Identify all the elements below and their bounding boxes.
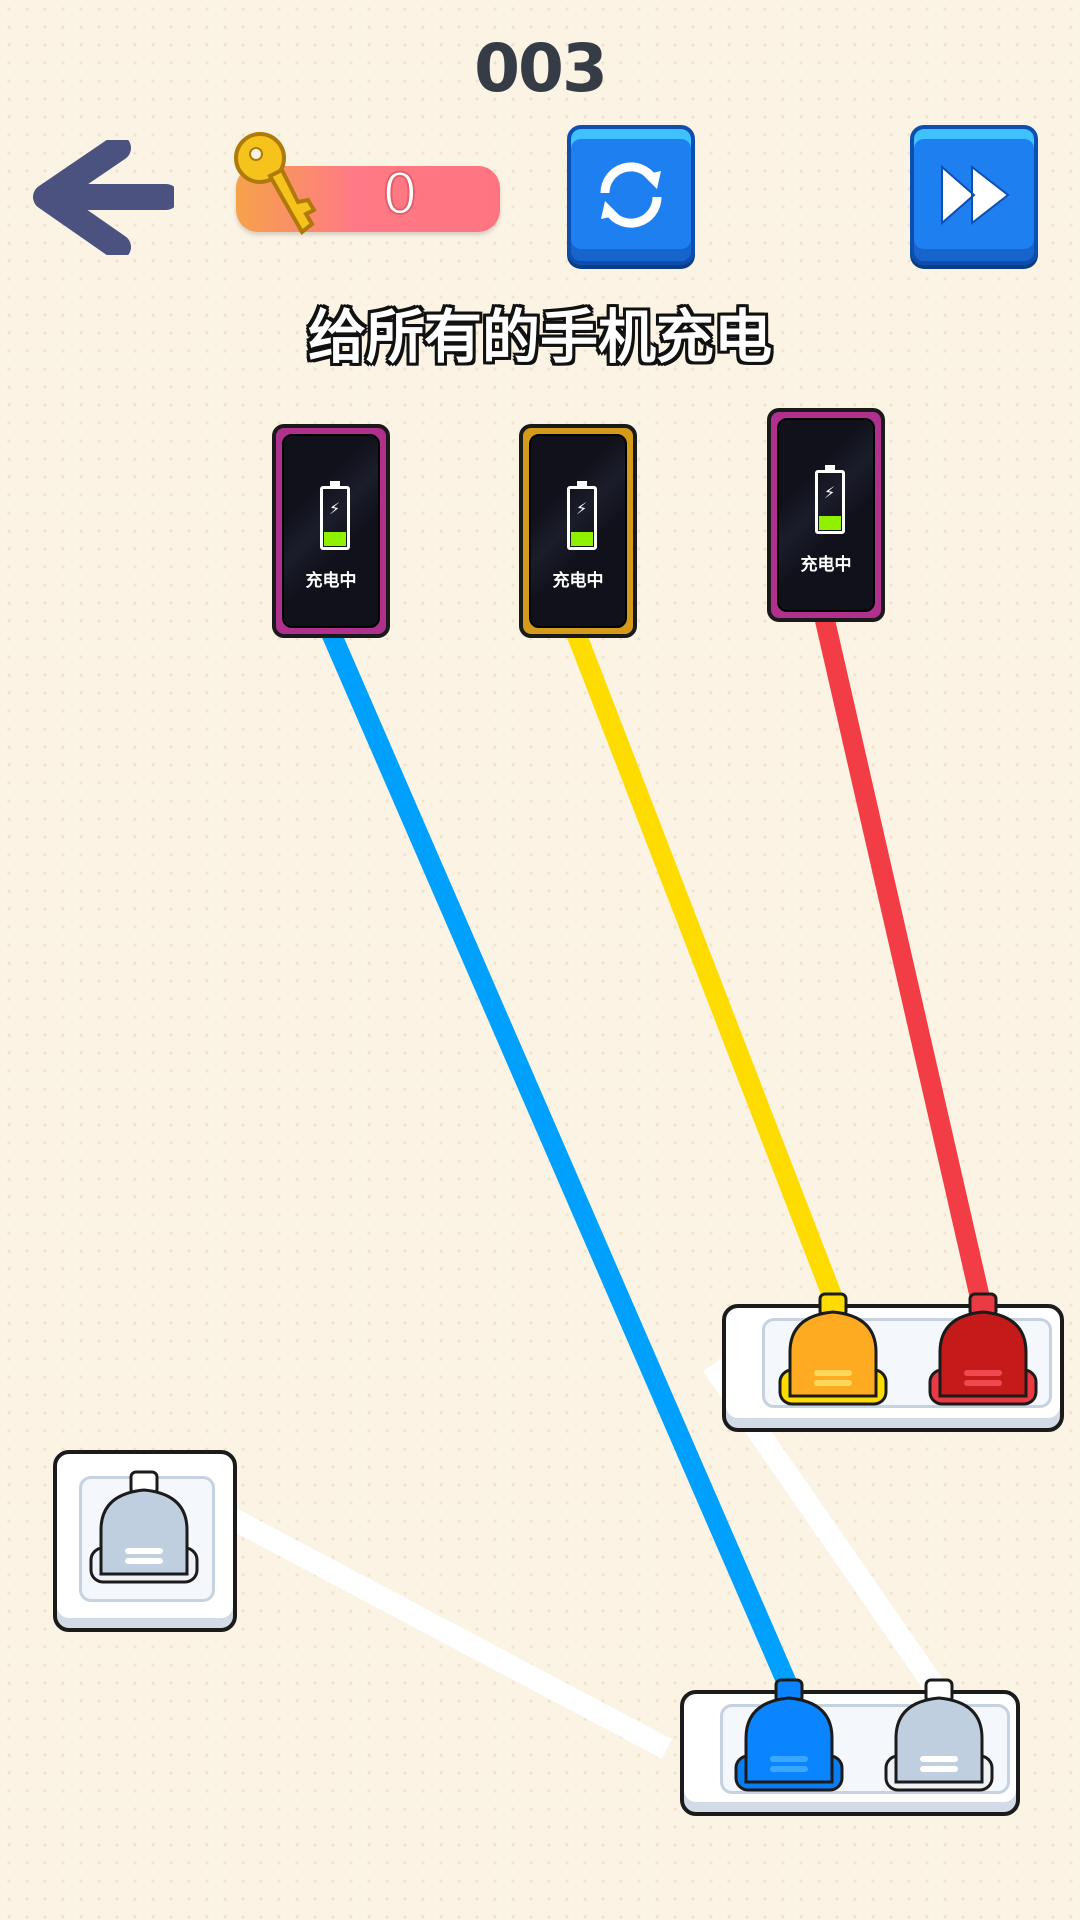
phone-status: 充电中 bbox=[552, 571, 604, 591]
grey-plug[interactable] bbox=[83, 1470, 205, 1590]
blue-cable[interactable] bbox=[321, 629, 800, 1694]
key-count: 0 bbox=[381, 161, 419, 228]
instruction-text: 给所有的手机充电 bbox=[307, 303, 772, 371]
battery-icon: ⚡ bbox=[567, 481, 597, 550]
yellow-cable[interactable] bbox=[566, 629, 843, 1302]
power-strip-bottom[interactable] bbox=[680, 1678, 1020, 1816]
phone-status: 充电中 bbox=[800, 555, 852, 575]
battery-icon: ⚡ bbox=[320, 481, 350, 550]
blue-plug[interactable] bbox=[728, 1678, 850, 1798]
phone-status: 充电中 bbox=[305, 571, 357, 591]
phone-2: ⚡ 充电中 bbox=[519, 424, 637, 638]
skip-level-button[interactable] bbox=[910, 125, 1038, 265]
grey-plug[interactable] bbox=[878, 1678, 1000, 1798]
back-button[interactable] bbox=[28, 135, 179, 260]
red-cable[interactable] bbox=[814, 613, 990, 1301]
orange-plug[interactable] bbox=[772, 1292, 894, 1412]
level-number: 003 bbox=[474, 30, 608, 107]
arrow-left-icon bbox=[33, 135, 179, 260]
refresh-icon bbox=[600, 162, 662, 228]
fast-forward-icon bbox=[941, 164, 1010, 226]
red-plug[interactable] bbox=[922, 1292, 1044, 1412]
key-icon bbox=[230, 128, 326, 240]
phone-3: ⚡ 充电中 bbox=[767, 408, 885, 622]
battery-icon: ⚡ bbox=[815, 465, 845, 534]
white-cable-socket[interactable] bbox=[214, 1502, 673, 1759]
power-strip-top[interactable] bbox=[722, 1292, 1064, 1432]
restart-button[interactable] bbox=[567, 125, 695, 265]
phone-1: ⚡ 充电中 bbox=[272, 424, 390, 638]
wall-socket bbox=[53, 1450, 237, 1632]
